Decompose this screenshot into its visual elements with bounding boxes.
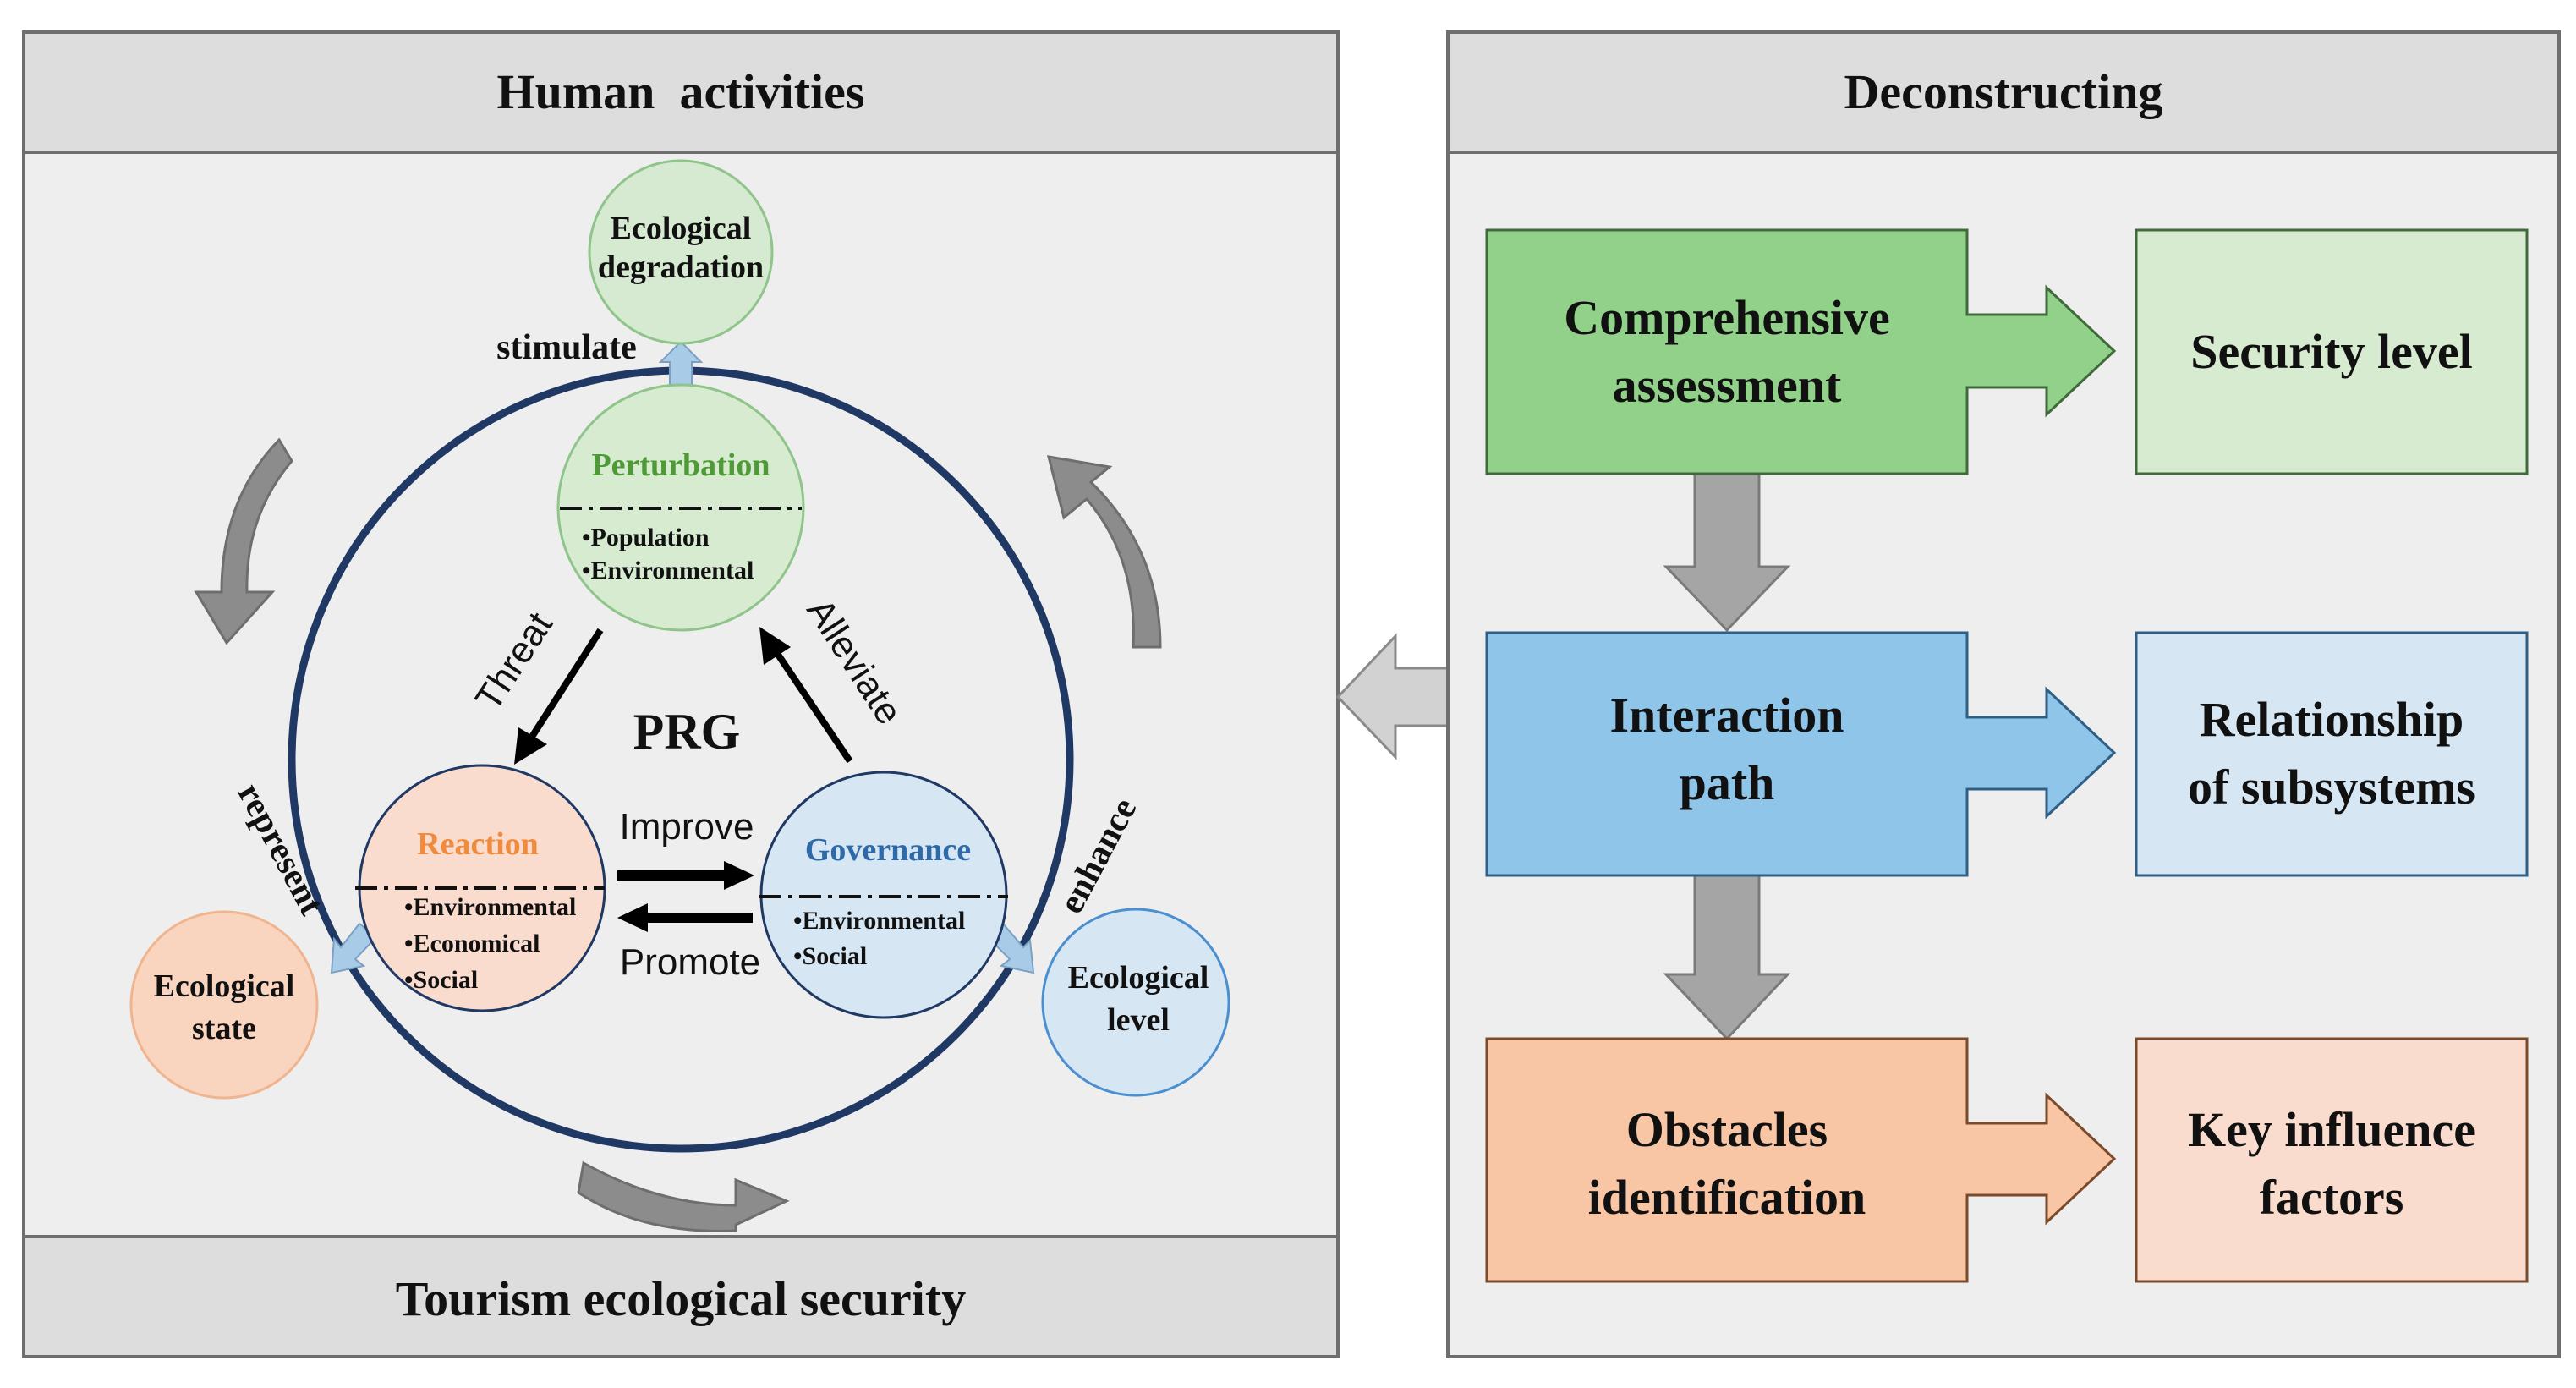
ecological-degradation-line1: Ecological: [611, 211, 752, 246]
governance-item-1: •Environmental: [793, 907, 965, 935]
left-panel-header-bg: [22, 30, 1340, 154]
interaction-path-box: [1485, 631, 2117, 877]
ecological-degradation-node: Ecological degradation: [588, 159, 774, 345]
reaction-item-3: •Social: [404, 966, 478, 994]
right-panel-header: Deconstructing: [1844, 64, 2163, 119]
security-level-label: Security level: [2190, 324, 2472, 379]
ecological-state-line1: Ecological: [154, 968, 295, 1004]
step-obstacles-identification: Obstacles identification Key influence f…: [1485, 1037, 2529, 1283]
ecological-state-node: Ecological state: [129, 910, 319, 1100]
governance-item-2: •Social: [793, 942, 867, 970]
key-influence-factors-line2: factors: [2260, 1170, 2404, 1225]
ecological-degradation-line2: degradation: [598, 250, 764, 285]
governance-title: Governance: [805, 832, 971, 868]
ecological-level-node: Ecological level: [1041, 908, 1230, 1097]
reaction-item-1: •Environmental: [404, 893, 576, 921]
obstacles-identification-box: [1485, 1037, 2117, 1283]
relationship-of-subsystems-box: [2135, 631, 2529, 877]
cycle-arrow-bottom-icon: [577, 1160, 790, 1232]
interaction-path-line1: Interaction: [1609, 688, 1844, 743]
interaction-path-line2: path: [1680, 755, 1775, 810]
comprehensive-assessment-line1: Comprehensive: [1564, 290, 1890, 345]
perturbation-item-1: •Population: [582, 524, 710, 551]
threat-arrow: [523, 628, 604, 749]
cycle-arrow-right-icon: [1046, 455, 1162, 649]
right-panel-header-bg: [1446, 30, 2561, 154]
obstacles-identification-line2: identification: [1588, 1170, 1866, 1225]
reaction-node: Reaction •Environmental •Economical •Soc…: [355, 764, 606, 1012]
alleviate-arrow: [768, 642, 853, 764]
comprehensive-assessment-box: [1485, 228, 2117, 475]
ecological-level-line1: Ecological: [1068, 960, 1209, 996]
key-influence-factors-line1: Key influence: [2188, 1102, 2475, 1157]
perturbation-item-2: •Environmental: [582, 557, 754, 584]
improve-label: Improve: [620, 806, 754, 848]
ecological-state-line2: state: [192, 1011, 256, 1046]
prg-label: PRG: [633, 704, 741, 760]
right-panel: Deconstructing Comprehensive assessment …: [1446, 30, 2561, 1358]
governance-node: Governance •Environmental •Social: [759, 771, 1008, 1019]
panel-connector-arrow-icon: [1335, 633, 1450, 760]
promote-arrowhead-icon: [617, 903, 648, 932]
obstacles-identification-line1: Obstacles: [1626, 1102, 1828, 1157]
security-level-box: [2135, 228, 2529, 475]
down-arrow-1-icon: [1663, 472, 1791, 633]
perturbation-node: Perturbation •Population •Environmental: [556, 383, 805, 632]
relationship-of-subsystems-line1: Relationship: [2200, 692, 2464, 747]
cycle-arrow-left-icon: [194, 437, 293, 645]
improve-arrowhead-icon: [724, 861, 754, 890]
reaction-title: Reaction: [417, 826, 539, 862]
step-comprehensive-assessment: Comprehensive assessment Security level: [1485, 228, 2529, 475]
relationship-of-subsystems-line2: of subsystems: [2188, 760, 2475, 815]
key-influence-factors-box: [2135, 1037, 2529, 1283]
promote-label: Promote: [620, 941, 760, 983]
comprehensive-assessment-line2: assessment: [1613, 358, 1842, 413]
step-interaction-path: Interaction path Relationship of subsyst…: [1485, 631, 2529, 877]
left-panel-footer: Tourism ecological security: [396, 1271, 966, 1326]
perturbation-title: Perturbation: [591, 447, 770, 483]
left-panel-header: Human activities: [497, 64, 865, 119]
alleviate-arrowhead-icon: [759, 627, 791, 665]
ecological-level-line2: level: [1107, 1002, 1170, 1038]
left-panel-footer-bg: [22, 1235, 1340, 1358]
reaction-item-2: •Economical: [404, 930, 540, 957]
threat-arrowhead-icon: [514, 727, 547, 765]
stimulate-label: stimulate: [496, 328, 637, 367]
down-arrow-2-icon: [1663, 874, 1791, 1041]
left-panel: Human activities Tourism ecological secu…: [22, 30, 1340, 1358]
